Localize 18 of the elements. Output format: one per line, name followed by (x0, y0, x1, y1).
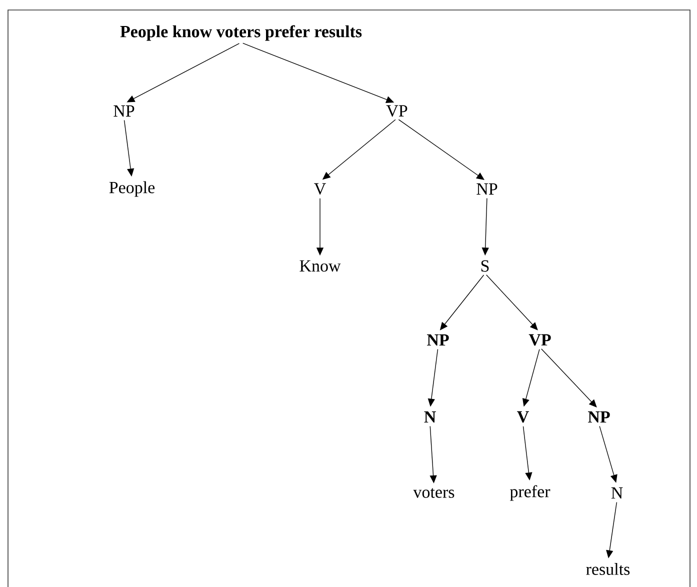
tree-label: results (586, 563, 630, 575)
arrow (486, 274, 538, 330)
tree-label: V (517, 411, 529, 423)
tree-label: People (109, 181, 155, 197)
tree-label: N (424, 411, 436, 423)
tree-label: NP (427, 334, 449, 346)
tree-label: NP (476, 183, 498, 195)
sentence-title: People know voters prefer results (120, 25, 362, 41)
tree-label: Know (300, 260, 341, 272)
tree-label: NP (588, 411, 610, 423)
tree-label: voters (413, 488, 454, 498)
tree-label: V (314, 183, 326, 195)
tree-label: VP (386, 105, 408, 117)
tree-label: N (611, 487, 623, 499)
tree-label: VP (528, 334, 551, 346)
tree-label: NP (114, 105, 134, 117)
tree-label: S (481, 260, 489, 272)
tree-label: prefer (510, 485, 550, 501)
